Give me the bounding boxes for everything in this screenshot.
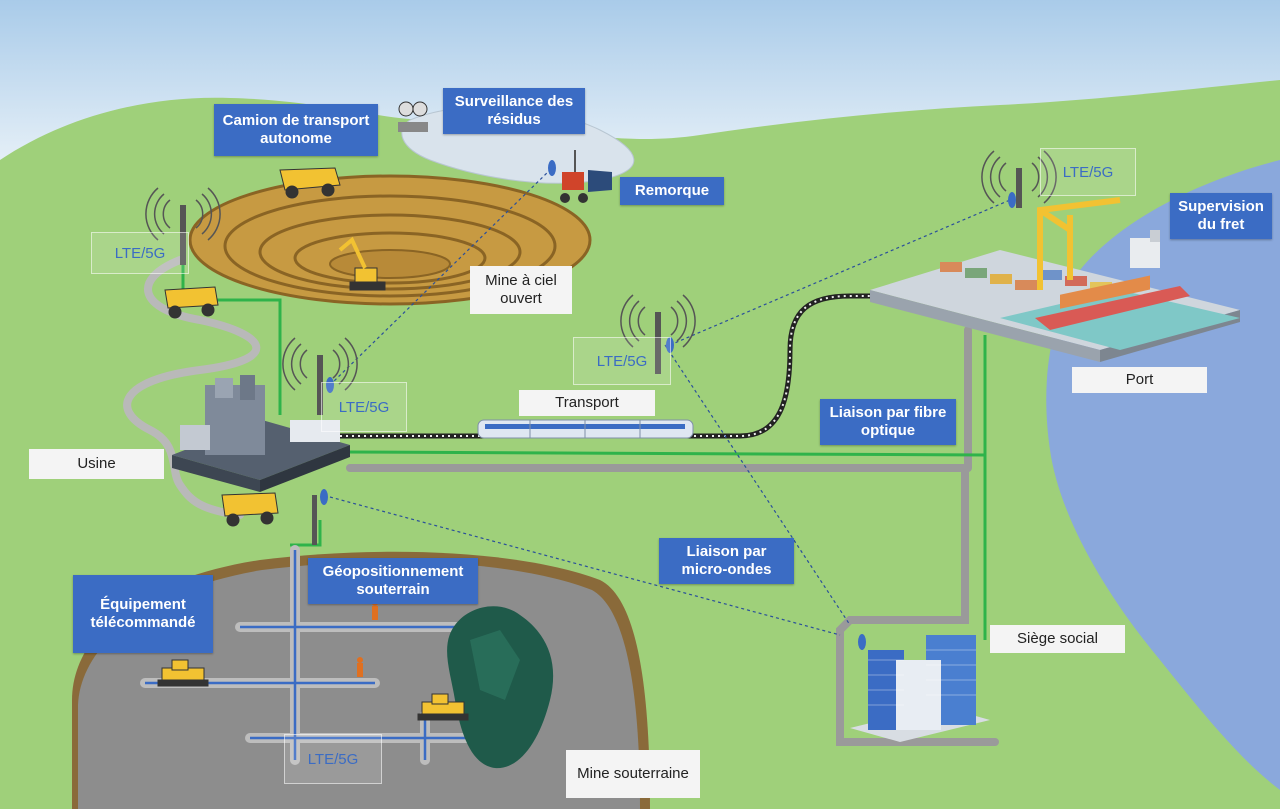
- gauge-icon: [398, 101, 428, 132]
- cargo-ship-icon: [1035, 230, 1190, 330]
- lte-label-underground: LTE/5G: [284, 734, 382, 784]
- label-liaison-fibre: Liaison par fibre optique: [820, 399, 956, 445]
- label-equipement: Équipement télécommandé: [73, 575, 213, 653]
- label-camion: Camion de transport autonome: [214, 104, 378, 156]
- port-platform: [870, 197, 1240, 362]
- underground-mine: [72, 545, 650, 809]
- label-remorque: Remorque: [620, 177, 724, 205]
- microwave-links: [329, 167, 1011, 636]
- label-usine: Usine: [29, 449, 164, 479]
- railway: [340, 293, 870, 439]
- cell-tower-icon: [145, 150, 1057, 545]
- label-liaison-micro: Liaison par micro-ondes: [659, 538, 794, 584]
- bulldozer-icon: [157, 659, 469, 721]
- label-surveillance: Surveillance des résidus: [443, 88, 585, 134]
- ore-body: [447, 606, 554, 769]
- label-mine-souterraine: Mine souterraine: [566, 750, 700, 798]
- label-mine-ciel: Mine à ciel ouvert: [470, 266, 572, 314]
- lte-label-port: LTE/5G: [1040, 148, 1136, 196]
- label-geopositionnement: Géopositionnement souterrain: [308, 558, 478, 604]
- factory-icon: [172, 375, 350, 492]
- label-port: Port: [1072, 367, 1207, 393]
- crane-icon: [1037, 197, 1121, 290]
- mining-truck-icon: [164, 167, 341, 527]
- label-siege: Siège social: [990, 625, 1125, 653]
- trailer-icon: [560, 150, 612, 203]
- lte-label-rail: LTE/5G: [573, 337, 671, 385]
- office-buildings-icon: [850, 635, 990, 742]
- label-transport: Transport: [519, 390, 655, 416]
- label-supervision: Supervision du fret: [1170, 193, 1272, 239]
- train-icon: [477, 419, 694, 439]
- fiber-optic-lines: [181, 265, 987, 640]
- lte-label-plant: LTE/5G: [321, 382, 407, 432]
- lte-label-openpit: LTE/5G: [91, 232, 189, 274]
- excavator-icon: [338, 236, 386, 291]
